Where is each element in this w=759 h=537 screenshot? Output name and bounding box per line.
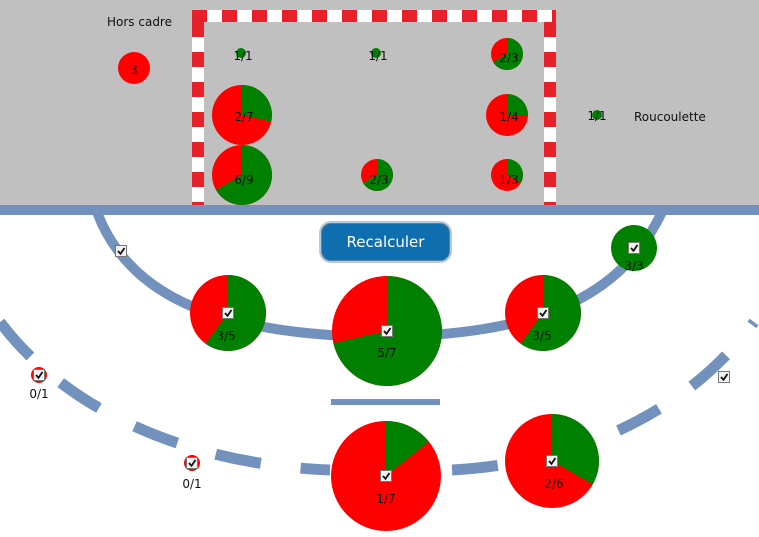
pie-label-6m-right: 3/5 [532,329,551,343]
goal-post-stripe [192,202,204,205]
checkbox-box [381,325,393,337]
pie-value-labels: 3 1/1 1/1 2/3 2/7 1/4 6/9 2/3 1/3 1/1 3/5 5/7 3/5 3/3… [29,49,643,506]
pie-6m-left-made [205,275,266,351]
checkbox-6m-left[interactable] [222,307,234,319]
zone-checkboxes [33,242,730,482]
goal-frame [192,10,556,205]
recalculer-button[interactable]: Recalculer [319,221,452,263]
pie-9m-center-made [386,420,430,476]
checkbox-box [537,307,549,319]
goal-crossbar-stripe [492,10,507,22]
checkbox-box [186,457,198,469]
check-icon [224,309,233,318]
pie-roucoulette-made [592,110,602,120]
checkbox-box [115,245,127,257]
checkbox-box [718,371,730,383]
check-icon [35,371,44,380]
goal-crossbar-stripe [342,10,357,22]
goal-crossbar-stripe [222,10,237,22]
pie-label-9m-center: 1/7 [376,492,395,506]
goal-post-stripe [544,172,556,187]
pie-goal-top-center-made [371,48,381,58]
check-icon [117,247,126,256]
goal-crossbar-stripe [552,10,556,22]
pie-label-goal-bottom-right: 1/3 [499,173,518,187]
goal-post-stripe [192,82,204,97]
goal-post-stripe [544,142,556,157]
pie-label-wing-right: 3/3 [624,259,643,273]
checkbox-9m-far-right[interactable] [718,371,730,383]
goal-post-stripe [544,202,556,205]
pie-label-goal-bottom-left: 6/9 [234,173,253,187]
check-icon [720,373,729,382]
checkbox-box [628,242,640,254]
pie-goal-bottom-center-made [363,159,393,191]
checkbox-box [546,455,558,467]
pie-goal-top-left-made [236,48,246,58]
check-icon [539,309,548,318]
checkbox-box [222,307,234,319]
checkbox-9m-center[interactable] [380,470,392,482]
pie-label-goal-top-center: 1/1 [368,49,387,63]
pie-label-6m-center: 5/7 [377,346,396,360]
goal-post-stripe [192,52,204,67]
checkbox-9m-far-left[interactable] [33,369,45,381]
checkbox-6m-center[interactable] [381,325,393,337]
goal-post-stripe [544,22,556,37]
goal-crossbar-stripe [402,10,417,22]
pie-label-goal-top-left: 1/1 [233,49,252,63]
pie-label-goal-top-right: 2/3 [499,51,518,65]
checkbox-wing-right[interactable] [628,242,640,254]
pie-label-roucoulette: 1/1 [587,109,606,123]
goal-crossbar-stripe [312,10,327,22]
goal-post-stripe [544,52,556,67]
pie-label-goal-mid-right: 1/4 [499,110,518,124]
checkbox-6m-right[interactable] [537,307,549,319]
pie-6m-right-made [520,275,581,351]
goal-crossbar-stripe [372,10,387,22]
checkbox-box [380,470,392,482]
check-icon [382,472,391,481]
checkbox-9m-left[interactable] [186,457,198,469]
pie-label-6m-left: 3/5 [216,329,235,343]
check-icon [188,459,197,468]
pie-label-goal-mid-left: 2/7 [234,110,253,124]
pie-label-9m-left: 0/1 [182,477,201,491]
check-icon [383,327,392,336]
goal-crossbar-stripe [462,10,477,22]
check-icon [630,244,639,253]
pie-label-hors-cadre: 3 [130,63,138,77]
checkbox-9m-right[interactable] [546,455,558,467]
goal-crossbar-stripe [432,10,447,22]
pie-goal-bottom-right-made [507,159,523,183]
pie-goal-bottom-left-made [216,145,272,205]
pie-label-goal-bottom-center: 2/3 [369,173,388,187]
check-icon [548,457,557,466]
goal-crossbar-stripe [282,10,297,22]
goal-post-stripe [192,112,204,127]
nine-meter-line [0,318,759,476]
hors-cadre-label: Hors cadre [107,15,172,29]
goal-crossbar-stripe [192,10,207,22]
checkbox-box [33,369,45,381]
pie-goal-mid-right-made [507,94,528,115]
goal-post-stripe [544,82,556,97]
checkbox-wing-left[interactable] [115,245,127,257]
pie-hors-cadre-missed [118,52,150,84]
goal-crossbar-stripe [522,10,537,22]
pie-label-9m-right: 2/6 [544,477,563,491]
pie-9m-right-made [552,414,599,485]
pie-goal-top-right-made [493,38,523,70]
goal-post-stripe [192,172,204,187]
goal-post-stripe [544,112,556,127]
goal-crossbar-stripe [252,10,267,22]
pie-label-9m-far-left: 0/1 [29,387,48,401]
goal-post-stripe [192,142,204,157]
roucoulette-label: Roucoulette [634,110,706,124]
pie-goal-mid-left-made [242,85,272,122]
goal-post-stripe [192,22,204,37]
